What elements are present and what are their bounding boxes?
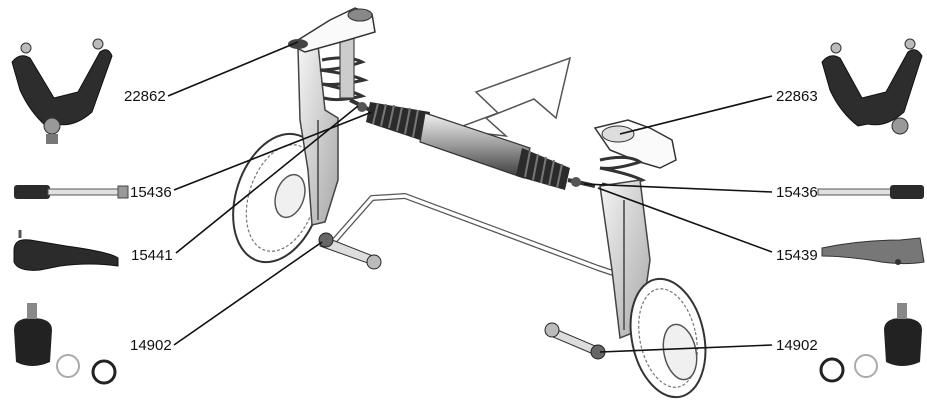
leader-22863 [620, 96, 772, 134]
leader-22862 [168, 42, 298, 96]
part-label-15439: 15439 [776, 247, 818, 264]
right-stabilizer-link [545, 323, 605, 359]
forward-arrow [452, 58, 570, 136]
part-label-22863: 22863 [776, 88, 818, 105]
right-ball-joint-image [821, 303, 922, 381]
part-label-15441: 15441 [131, 247, 173, 264]
left-upper-control-arm-image [12, 39, 112, 144]
leader-14902-left [174, 242, 322, 345]
part-label-22862: 22862 [124, 88, 166, 105]
left-tie-rod-end-image [14, 230, 118, 270]
left-ball-joint-image [14, 303, 115, 383]
left-stabilizer-link [319, 233, 381, 269]
part-label-15436-right: 15436 [776, 184, 818, 201]
steering-rack [350, 100, 595, 190]
right-tie-rod-end-image [822, 238, 924, 265]
part-label-14902-right: 14902 [776, 337, 818, 354]
right-inner-tie-rod-image [818, 185, 924, 199]
part-label-15436-left: 15436 [130, 184, 172, 201]
suspension-assembly [218, 8, 716, 404]
left-inner-tie-rod-image [14, 185, 128, 199]
part-label-14902-left: 14902 [130, 337, 172, 354]
right-upper-control-arm-image [822, 39, 922, 134]
